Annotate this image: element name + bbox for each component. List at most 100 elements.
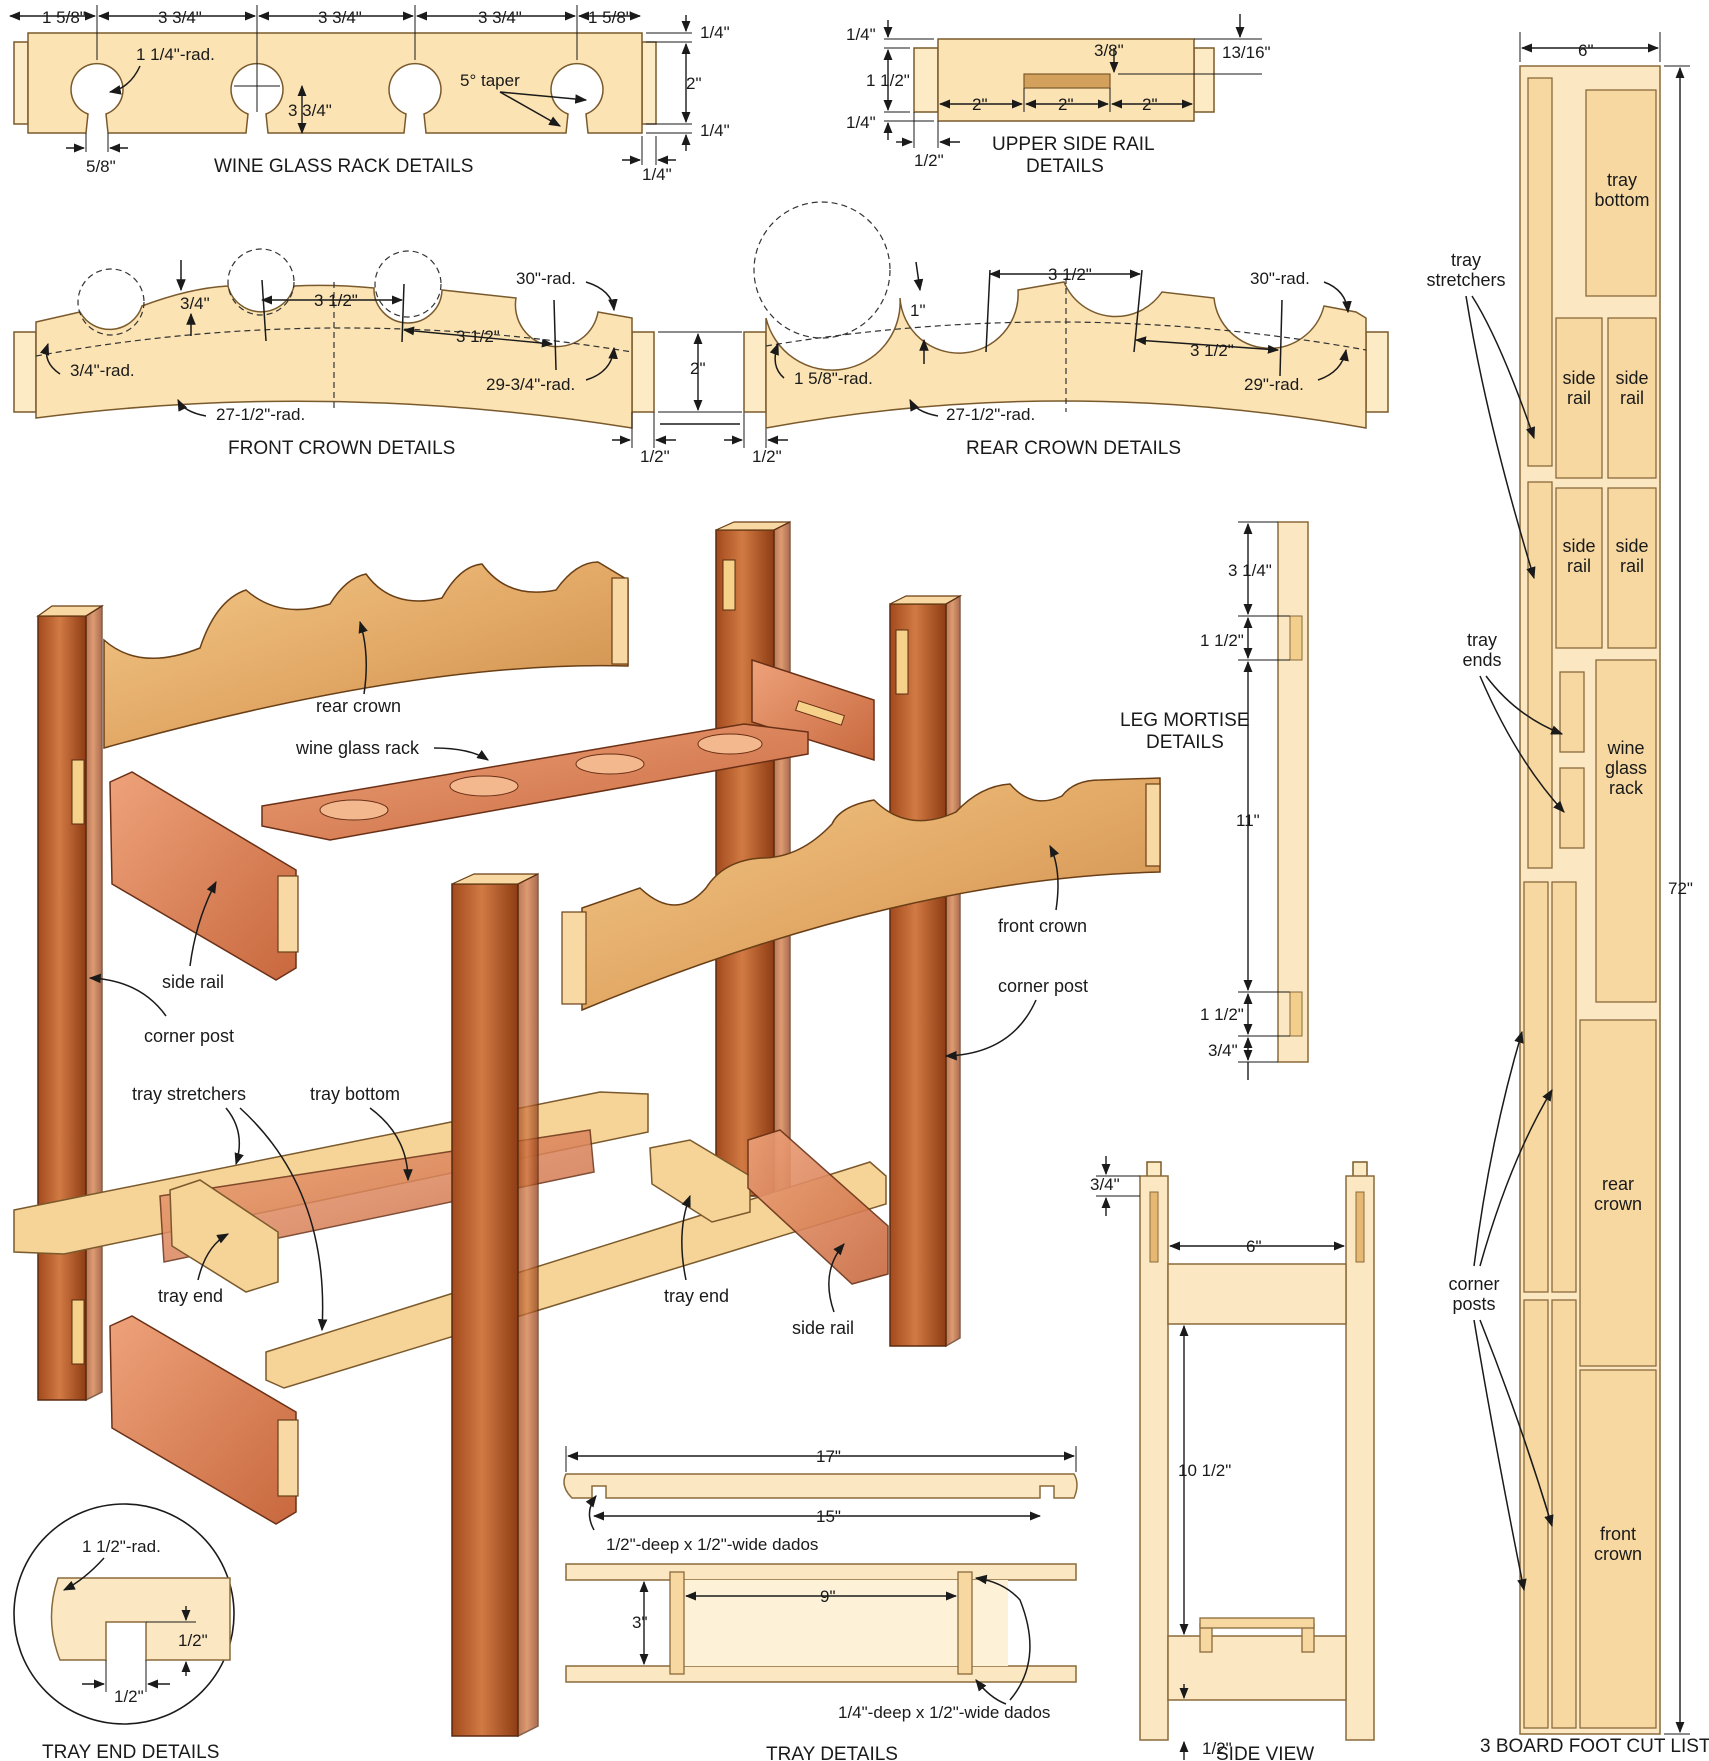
rc-r29: 29"-rad.: [1244, 375, 1304, 394]
usr-tenon: 1/2": [914, 151, 944, 170]
front-crown-details: 3/4" 3 1/2" 3 1/2" 30"-rad. 3/4"-rad. 29…: [13, 248, 655, 459]
cl-tray-bottom-2: bottom: [1594, 190, 1649, 210]
cut-list: 6" 72" tray bottom side rail side rail s…: [1426, 32, 1709, 1757]
cl-lbl-tray-stretchers-1: tray: [1451, 250, 1481, 270]
cl-side-rail-3b: rail: [1567, 556, 1591, 576]
asm-tray-bottom: tray bottom: [310, 1084, 400, 1104]
wgr-dim-1: 1 5/8": [42, 8, 86, 27]
tray-dados-top: 1/2"-deep x 1/2"-wide dados: [606, 1535, 818, 1554]
usr-c: 2": [1142, 95, 1158, 114]
wgr-radius: 1 1/4"-rad.: [136, 45, 215, 64]
cl-length: 72": [1668, 879, 1693, 898]
cl-side-rail-1a: side: [1562, 368, 1595, 388]
rc-s2: 3 1/2": [1190, 341, 1234, 360]
rear-crown-caption: REAR CROWN DETAILS: [966, 438, 1181, 459]
cl-lbl-corner-posts-1: corner: [1448, 1274, 1499, 1294]
te-width: 1/2": [114, 1687, 144, 1706]
side-view-caption: SIDE VIEW: [1216, 1744, 1314, 1761]
joint-right: 1/2": [752, 447, 782, 466]
fc-r30: 30"-rad.: [516, 269, 576, 288]
wgr-dim-5: 1 5/8": [588, 8, 632, 27]
tray-inner: 15": [816, 1507, 841, 1526]
tray-details: 17" 15" 1/2"-deep x 1/2"-wide dados 3" 9…: [563, 1446, 1078, 1761]
fc-s1: 3 1/2": [314, 291, 358, 310]
asm-side-rail-left: side rail: [162, 972, 224, 992]
fc-r275: 27-1/2"-rad.: [216, 405, 305, 424]
cl-lbl-tray-ends-2: ends: [1462, 650, 1501, 670]
leg-mortise-details: 3 1/4" 1 1/2" 11" 1 1/2" 3/4" LEG MORTIS…: [1120, 521, 1309, 1080]
wgr-taper: 5° taper: [460, 71, 520, 90]
usr-b: 2": [1058, 95, 1074, 114]
cl-front-crown-1: front: [1600, 1524, 1636, 1544]
cl-rear-crown-1: rear: [1602, 1174, 1634, 1194]
lm-b: 1 1/2": [1200, 631, 1244, 650]
rc-r158: 1 5/8"-rad.: [794, 369, 873, 388]
asm-rear-crown: rear crown: [316, 696, 401, 716]
wgr-dim-3: 3 3/4": [318, 8, 362, 27]
rear-crown-details: 1" 3 1/2" 3 1/2" 30"-rad. 1 5/8"-rad. 29…: [743, 201, 1389, 459]
lm-c: 11": [1236, 811, 1260, 830]
rc-d1: 1": [910, 301, 926, 320]
exploded-assembly: rear crown wine glass rack side rail cor…: [13, 520, 1161, 1738]
usr-top: 1/4": [846, 25, 876, 44]
te-depth: 1/2": [178, 1631, 208, 1650]
asm-wine-glass-rack: wine glass rack: [295, 738, 420, 758]
asm-corner-post-left: corner post: [144, 1026, 234, 1046]
sv-width: 6": [1246, 1237, 1262, 1256]
upper-side-rail-caption-2: DETAILS: [1026, 156, 1104, 177]
lm-e: 3/4": [1208, 1041, 1238, 1060]
rc-r275: 27-1/2"-rad.: [946, 405, 1035, 424]
leg-mortise-caption-2: DETAILS: [1146, 732, 1224, 753]
asm-tray-stretchers: tray stretchers: [132, 1084, 246, 1104]
usr-a: 2": [972, 95, 988, 114]
usr-slot-w: 3/8": [1094, 41, 1124, 60]
upper-side-rail-details: 1/4" 1 1/2" 1/4" 1/2" 3/8" 13/16" 2" 2" …: [846, 14, 1271, 177]
upper-side-rail-caption-1: UPPER SIDE RAIL: [992, 134, 1155, 155]
cl-side-rail-2a: side: [1615, 368, 1648, 388]
cl-side-rail-3a: side: [1562, 536, 1595, 556]
leg-mortise-caption-1: LEG MORTISE: [1120, 710, 1250, 731]
front-crown-caption: FRONT CROWN DETAILS: [228, 438, 455, 459]
cl-side-rail-4b: rail: [1620, 556, 1644, 576]
rc-s1: 3 1/2": [1048, 265, 1092, 284]
cl-wine-glass-3: rack: [1609, 778, 1644, 798]
lm-a: 3 1/4": [1228, 561, 1272, 580]
cl-lbl-tray-ends-1: tray: [1467, 630, 1497, 650]
joint-height: 2": [690, 359, 706, 378]
sv-bottom: 1/2": [1202, 1739, 1232, 1758]
cl-rear-crown-2: crown: [1594, 1194, 1642, 1214]
usr-bottom: 1/4": [846, 113, 876, 132]
tray-length: 17": [816, 1447, 841, 1466]
cl-side-rail-2b: rail: [1620, 388, 1644, 408]
cl-lbl-corner-posts-2: posts: [1452, 1294, 1495, 1314]
tray-end-caption: TRAY END DETAILS: [42, 1742, 219, 1761]
asm-corner-post-right: corner post: [998, 976, 1088, 996]
sv-gap: 10 1/2": [1178, 1461, 1231, 1480]
wine-glass-rack-details: 1 5/8" 3 3/4" 3 3/4" 3 3/4" 1 5/8" 1 1/4…: [8, 5, 730, 184]
tray-span: 9": [820, 1587, 836, 1606]
tray-end-details: 1 1/2"-rad. 1/2" 1/2" TRAY END DETAILS: [13, 1503, 235, 1761]
joint-left: 1/2": [640, 447, 670, 466]
usr-width: 1 1/2": [866, 71, 910, 90]
fc-s2: 3 1/2": [456, 327, 500, 346]
side-view: 3/4" 6" 10 1/2" 1/2" SIDE VIEW: [1090, 1156, 1375, 1761]
cut-list-caption: 3 BOARD FOOT CUT LIST: [1480, 1736, 1709, 1757]
cl-lbl-tray-stretchers-2: stretchers: [1426, 270, 1505, 290]
wgr-top: 1/4": [700, 23, 730, 42]
cl-side-rail-1b: rail: [1567, 388, 1591, 408]
rc-r30: 30"-rad.: [1250, 269, 1310, 288]
tray-dados-bottom: 1/4"-deep x 1/2"-wide dados: [838, 1703, 1050, 1722]
asm-tray-end-right: tray end: [664, 1286, 729, 1306]
wgr-width: 2": [686, 74, 702, 93]
wgr-dim-2: 3 3/4": [158, 8, 202, 27]
wgr-bottom: 1/4": [700, 121, 730, 140]
wine-glass-rack-caption: WINE GLASS RACK DETAILS: [214, 156, 473, 177]
fc-r2975: 29-3/4"-rad.: [486, 375, 575, 394]
fc-34: 3/4": [180, 294, 210, 313]
fc-r34: 3/4"-rad.: [70, 361, 135, 380]
cl-front-crown-2: crown: [1594, 1544, 1642, 1564]
wgr-depth: 3 3/4": [288, 101, 332, 120]
cl-width: 6": [1578, 41, 1594, 60]
crown-joint-dims: 2" 1/2" 1/2": [612, 331, 788, 466]
